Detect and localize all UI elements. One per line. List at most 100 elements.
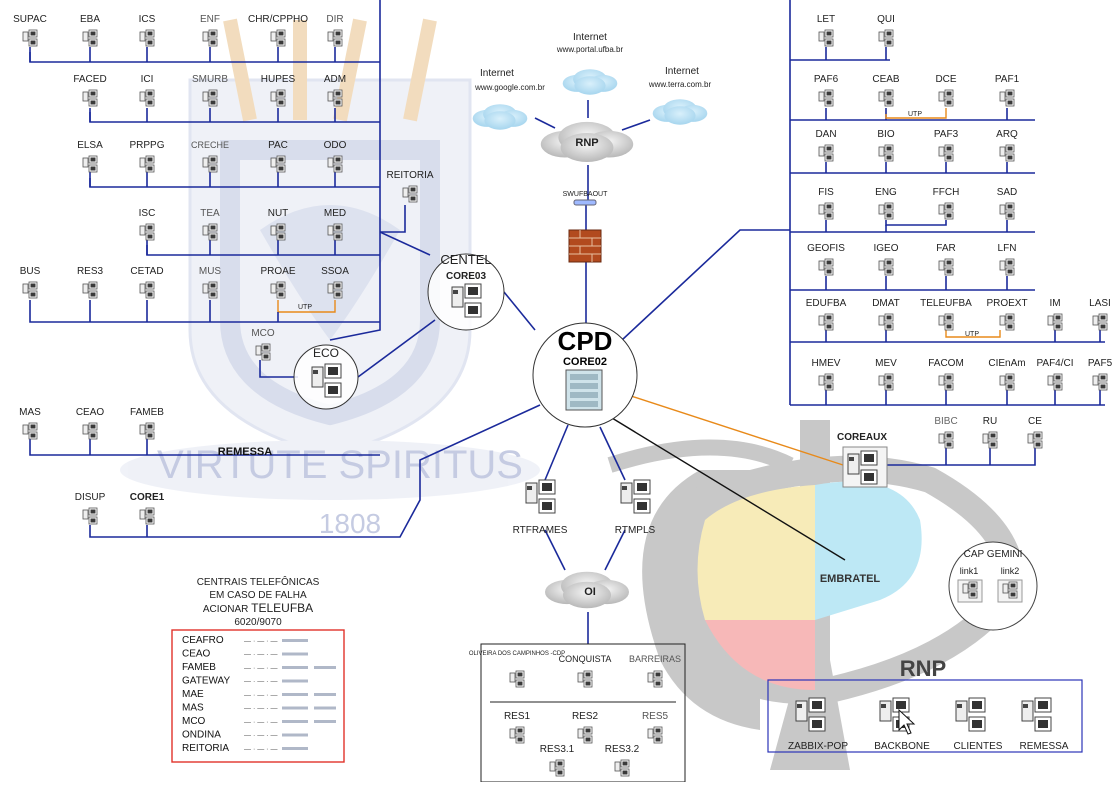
utp-label: UTP: [908, 111, 922, 118]
firewall-icon: [569, 230, 601, 262]
cap-gemini-group[interactable]: CAP GEMINI link1 link2: [949, 542, 1037, 630]
node-rtframes[interactable]: RTFRAMES: [513, 480, 568, 536]
internet-portal-url: www.portal.ufba.br: [556, 45, 624, 54]
node-cetad[interactable]: CETAD: [130, 266, 163, 298]
node-bus[interactable]: BUS: [20, 266, 41, 298]
node-label: SUPAC: [13, 14, 47, 25]
node-ceao[interactable]: CEAO: [76, 407, 105, 439]
node-dce[interactable]: DCE: [935, 74, 956, 106]
node-label: DISUP: [75, 492, 106, 503]
node-label: ODO: [324, 140, 347, 151]
switch-icon: [510, 671, 524, 687]
node-label: EDUFBA: [806, 298, 847, 309]
node-hmev[interactable]: HMEV: [812, 358, 841, 390]
node-res2[interactable]: RES2: [572, 711, 599, 743]
node-paf3[interactable]: PAF3: [934, 129, 959, 161]
link-line: [545, 530, 565, 570]
node-ru[interactable]: RU: [983, 416, 997, 448]
node-label: RES2: [572, 711, 599, 722]
node-label: RTMPLS: [615, 525, 656, 536]
node-label: TEA: [200, 208, 220, 219]
switch-icon: [1093, 314, 1107, 330]
node-eba[interactable]: EBA: [80, 14, 100, 46]
node-teleufba[interactable]: TELEUFBA: [920, 298, 972, 330]
node-cienam[interactable]: CIEnAm: [988, 358, 1025, 390]
switch-icon: [526, 480, 555, 513]
node-fis[interactable]: FIS: [818, 187, 834, 219]
node-ceab[interactable]: CEAB: [872, 74, 900, 106]
node-elsa[interactable]: ELSA: [77, 140, 103, 172]
node-far[interactable]: FAR: [936, 243, 955, 275]
node-res3[interactable]: RES3: [77, 266, 104, 298]
node-core1[interactable]: CORE1: [130, 492, 165, 524]
node-ici[interactable]: ICI: [140, 74, 154, 106]
switch-icon: [648, 671, 662, 687]
node-dir[interactable]: DIR: [326, 14, 343, 46]
switch-icon: [1000, 374, 1014, 390]
node-let[interactable]: LET: [817, 14, 835, 46]
eco-core[interactable]: ECO: [294, 345, 358, 409]
phone-entry-dash: — · — · —: [244, 665, 277, 672]
coreaux-switch[interactable]: COREAUX: [837, 432, 887, 487]
node-lfn[interactable]: LFN: [998, 243, 1017, 275]
rnp-node-clientes[interactable]: CLIENTES: [954, 698, 1003, 752]
node-paf5[interactable]: PAF5: [1088, 358, 1113, 390]
node-res3-1[interactable]: RES3.1: [540, 744, 575, 776]
centel-title: CENTEL: [440, 252, 491, 267]
node-eng[interactable]: ENG: [875, 187, 897, 219]
node-label: RES5: [642, 711, 669, 722]
switch-icon: [1048, 374, 1062, 390]
node-res3-2[interactable]: RES3.2: [605, 744, 640, 776]
node-ics[interactable]: ICS: [139, 14, 156, 46]
node-label: PROEXT: [986, 298, 1027, 309]
node-bibc[interactable]: BIBC: [934, 416, 957, 448]
node-prppg[interactable]: PRPPG: [129, 140, 164, 172]
centel-core[interactable]: CENTEL CORE03: [428, 252, 504, 330]
node-disup[interactable]: DISUP: [75, 492, 106, 524]
node-facom[interactable]: FACOM: [928, 358, 964, 390]
node-enf[interactable]: ENF: [200, 14, 220, 46]
node-ffch[interactable]: FFCH: [933, 187, 960, 219]
node-rtmpls[interactable]: RTMPLS: [615, 480, 656, 536]
node-proext[interactable]: PROEXT: [986, 298, 1027, 330]
node-dan[interactable]: DAN: [815, 129, 836, 161]
node-geofis[interactable]: GEOFIS: [807, 243, 845, 275]
node-paf1[interactable]: PAF1: [995, 74, 1020, 106]
node-arq[interactable]: ARQ: [996, 129, 1018, 161]
node-edufba[interactable]: EDUFBA: [806, 298, 847, 330]
node-label: REITORIA: [386, 170, 433, 181]
node-lasi[interactable]: LASI: [1089, 298, 1111, 330]
node-res1[interactable]: RES1: [504, 711, 531, 743]
rnp-node-remessa[interactable]: REMESSA: [1020, 698, 1069, 752]
node-dmat[interactable]: DMAT: [872, 298, 900, 330]
node-paf6[interactable]: PAF6: [814, 74, 839, 106]
node-fameb[interactable]: FAMEB: [130, 407, 164, 439]
embratel-label: EMBRATEL: [820, 573, 881, 585]
phone-number-redacted: [282, 747, 308, 750]
oi-node-oliveira-dos-campinhos-cdp[interactable]: OLIVEIRA DOS CAMPINHOS -CDP: [469, 651, 565, 687]
node-label: PAF4/CI: [1036, 358, 1073, 369]
node-supac[interactable]: SUPAC: [13, 14, 47, 46]
node-qui[interactable]: QUI: [877, 14, 895, 46]
switch-icon: [879, 314, 893, 330]
node-paf4-ci[interactable]: PAF4/CI: [1036, 358, 1073, 390]
internet-google-label: Internet: [480, 68, 514, 79]
node-label: LFN: [998, 243, 1017, 254]
node-isc[interactable]: ISC: [139, 208, 156, 240]
node-res5[interactable]: RES5: [642, 711, 669, 743]
switch-icon: [879, 203, 893, 219]
oi-node-conquista[interactable]: CONQUISTA: [559, 654, 612, 687]
node-im[interactable]: IM: [1048, 298, 1062, 330]
node-mas[interactable]: MAS: [19, 407, 41, 439]
switch-icon: [939, 374, 953, 390]
node-igeo[interactable]: IGEO: [873, 243, 898, 275]
node-ce[interactable]: CE: [1028, 416, 1042, 448]
node-bio[interactable]: BIO: [877, 129, 894, 161]
node-faced[interactable]: FACED: [73, 74, 106, 106]
node-mev[interactable]: MEV: [875, 358, 897, 390]
node-sad[interactable]: SAD: [997, 187, 1018, 219]
switch-icon: [956, 698, 985, 731]
cap-gemini-link2: link2: [1001, 566, 1020, 576]
cpd-core[interactable]: CPD CORE02: [533, 323, 637, 427]
